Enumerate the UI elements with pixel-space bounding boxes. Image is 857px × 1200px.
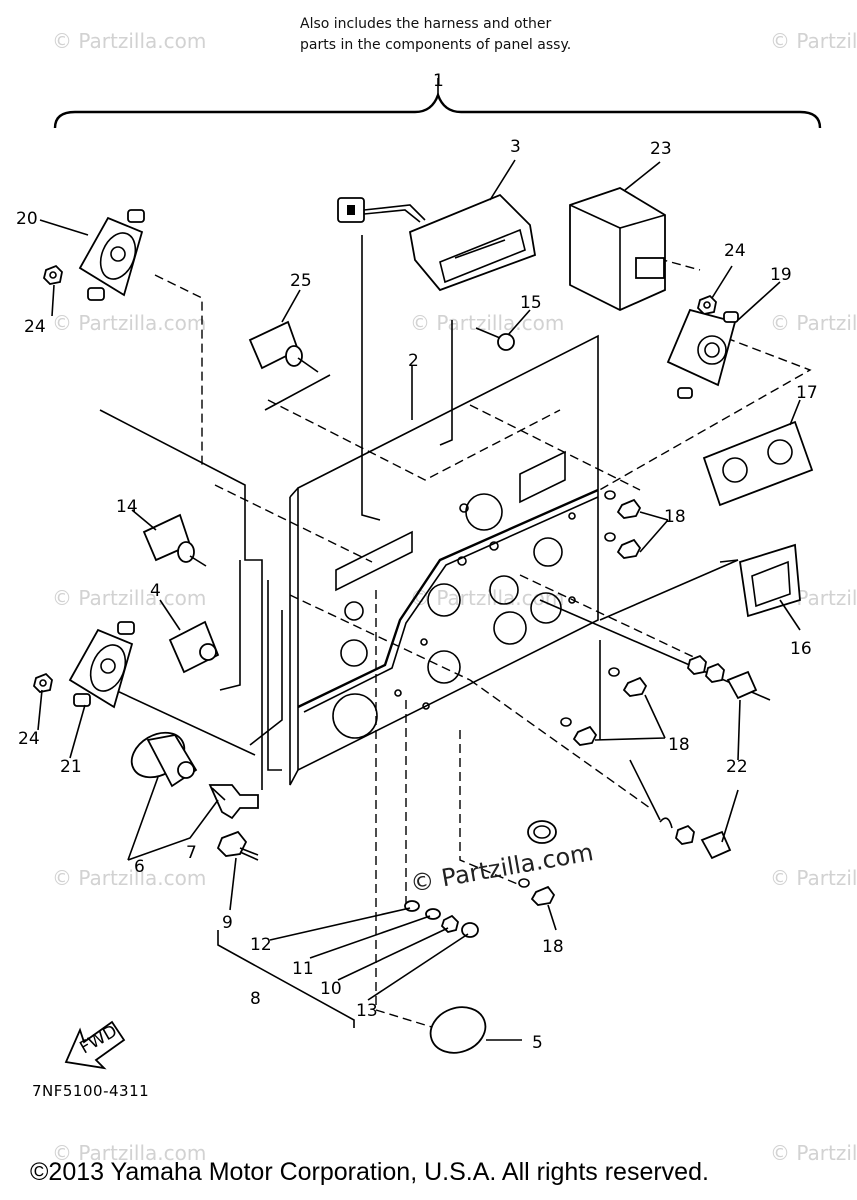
fwd-arrow-icon: FWD (64, 1020, 126, 1070)
callout-18: 18 (542, 937, 564, 957)
part-6-main-switch (130, 731, 198, 788)
watermark: © Partzilla.com (52, 586, 206, 610)
watermark: © Partzilla.com (52, 311, 206, 335)
part-5-cap (429, 1006, 522, 1054)
part-19-lamp-socket (666, 308, 739, 399)
part-23-relay-box (569, 187, 666, 311)
callout-24: 24 (18, 729, 40, 749)
callout-22: 22 (726, 757, 748, 777)
callout-17: 17 (796, 383, 818, 403)
callout-12: 12 (250, 935, 272, 955)
callout-24: 24 (724, 241, 746, 261)
watermark: © Partzilla.com (52, 866, 206, 890)
main-panel (289, 334, 599, 786)
ring-nut (527, 820, 557, 844)
callout-4: 4 (150, 581, 161, 601)
copyright-notice: ©2013 Yamaha Motor Corporation, U.S.A. A… (30, 1158, 709, 1186)
watermark: © Partzilla.com (770, 311, 857, 335)
part-18-screw-set (518, 490, 648, 906)
callout-24: 24 (24, 317, 46, 337)
part-3-harness-meter (337, 193, 537, 292)
callout-23: 23 (650, 139, 672, 159)
part-25-toggle-switch (248, 320, 319, 373)
callout-6: 6 (134, 857, 145, 877)
diagram-code: 7NF5100-4311 (32, 1082, 150, 1100)
part-4-switch (168, 620, 220, 674)
part-10-nut (440, 914, 459, 933)
callout-9: 9 (222, 913, 233, 933)
part-9-bolt (216, 830, 259, 861)
callout-5: 5 (532, 1033, 543, 1053)
callout-3: 3 (510, 137, 521, 157)
watermark: © Partzilla.com (52, 1141, 206, 1165)
callout-13: 13 (356, 1001, 378, 1021)
part-17-receptacle (702, 420, 814, 507)
part-13-nut (461, 922, 479, 938)
callout-10: 10 (320, 979, 342, 999)
callout-21: 21 (60, 757, 82, 777)
callout-1: 1 (433, 71, 444, 91)
assembly-brace (53, 91, 822, 129)
part-15-screw (475, 327, 515, 351)
part-22-knob (659, 817, 732, 860)
header-note: Also includes the harness and other part… (300, 14, 600, 56)
note-line-1: Also includes the harness and other (300, 16, 552, 32)
watermark: © Partzilla.com (52, 29, 206, 53)
watermark-layer: © Partzilla.com © Partzilla.com © Partzi… (52, 29, 857, 1165)
callout-18: 18 (664, 507, 686, 527)
center-watermark: © Partzilla.com (408, 838, 595, 898)
callout-11: 11 (292, 959, 314, 979)
watermark: © Partzilla.com (410, 586, 564, 610)
callout-14: 14 (116, 497, 138, 517)
part-16-meter (738, 543, 801, 618)
callout-15: 15 (520, 293, 542, 313)
callout-8: 8 (250, 989, 261, 1009)
callout-leaders (37, 159, 801, 1028)
part-20-socket (78, 209, 145, 301)
watermark: © Partzilla.com (770, 29, 857, 53)
part-24-nut (33, 672, 53, 693)
part-22-knob (687, 654, 758, 700)
callout-16: 16 (790, 639, 812, 659)
callout-numbers: 1 2 3 4 5 6 7 8 9 10 11 12 13 14 15 16 1… (16, 71, 818, 1053)
part-24-nut (43, 264, 63, 285)
watermark: © Partzilla.com (410, 311, 564, 335)
part-21-socket (68, 621, 135, 709)
callout-2: 2 (408, 351, 419, 371)
watermark: © Partzilla.com (770, 866, 857, 890)
callout-7: 7 (186, 843, 197, 863)
note-line-2: parts in the components of panel assy. (300, 37, 572, 53)
connection-lines (99, 235, 812, 1029)
callout-25: 25 (290, 271, 312, 291)
part-24-nut (697, 294, 717, 315)
callout-19: 19 (770, 265, 792, 285)
part-14-toggle-switch (142, 513, 207, 567)
callout-20: 20 (16, 209, 38, 229)
watermark: © Partzilla.com (770, 1141, 857, 1165)
callout-18: 18 (668, 735, 690, 755)
part-7-key (208, 784, 259, 820)
part-12-washer (404, 900, 420, 912)
